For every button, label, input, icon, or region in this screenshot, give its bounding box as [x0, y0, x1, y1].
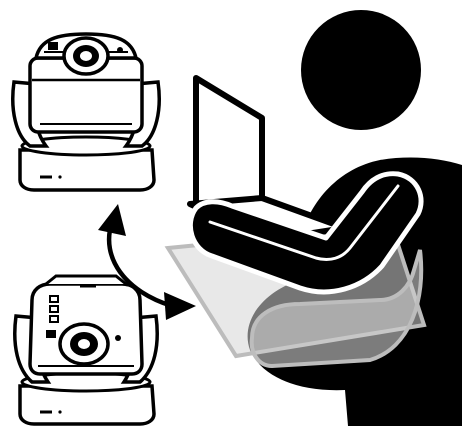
operator-figure	[168, 10, 462, 426]
arrow-head-right-icon	[164, 292, 196, 320]
camera-top	[13, 34, 159, 190]
camera-bottom	[15, 276, 157, 424]
arrow-head-top-icon	[98, 204, 126, 236]
laptop-screen-icon	[196, 78, 262, 204]
person-head-icon	[301, 10, 421, 130]
